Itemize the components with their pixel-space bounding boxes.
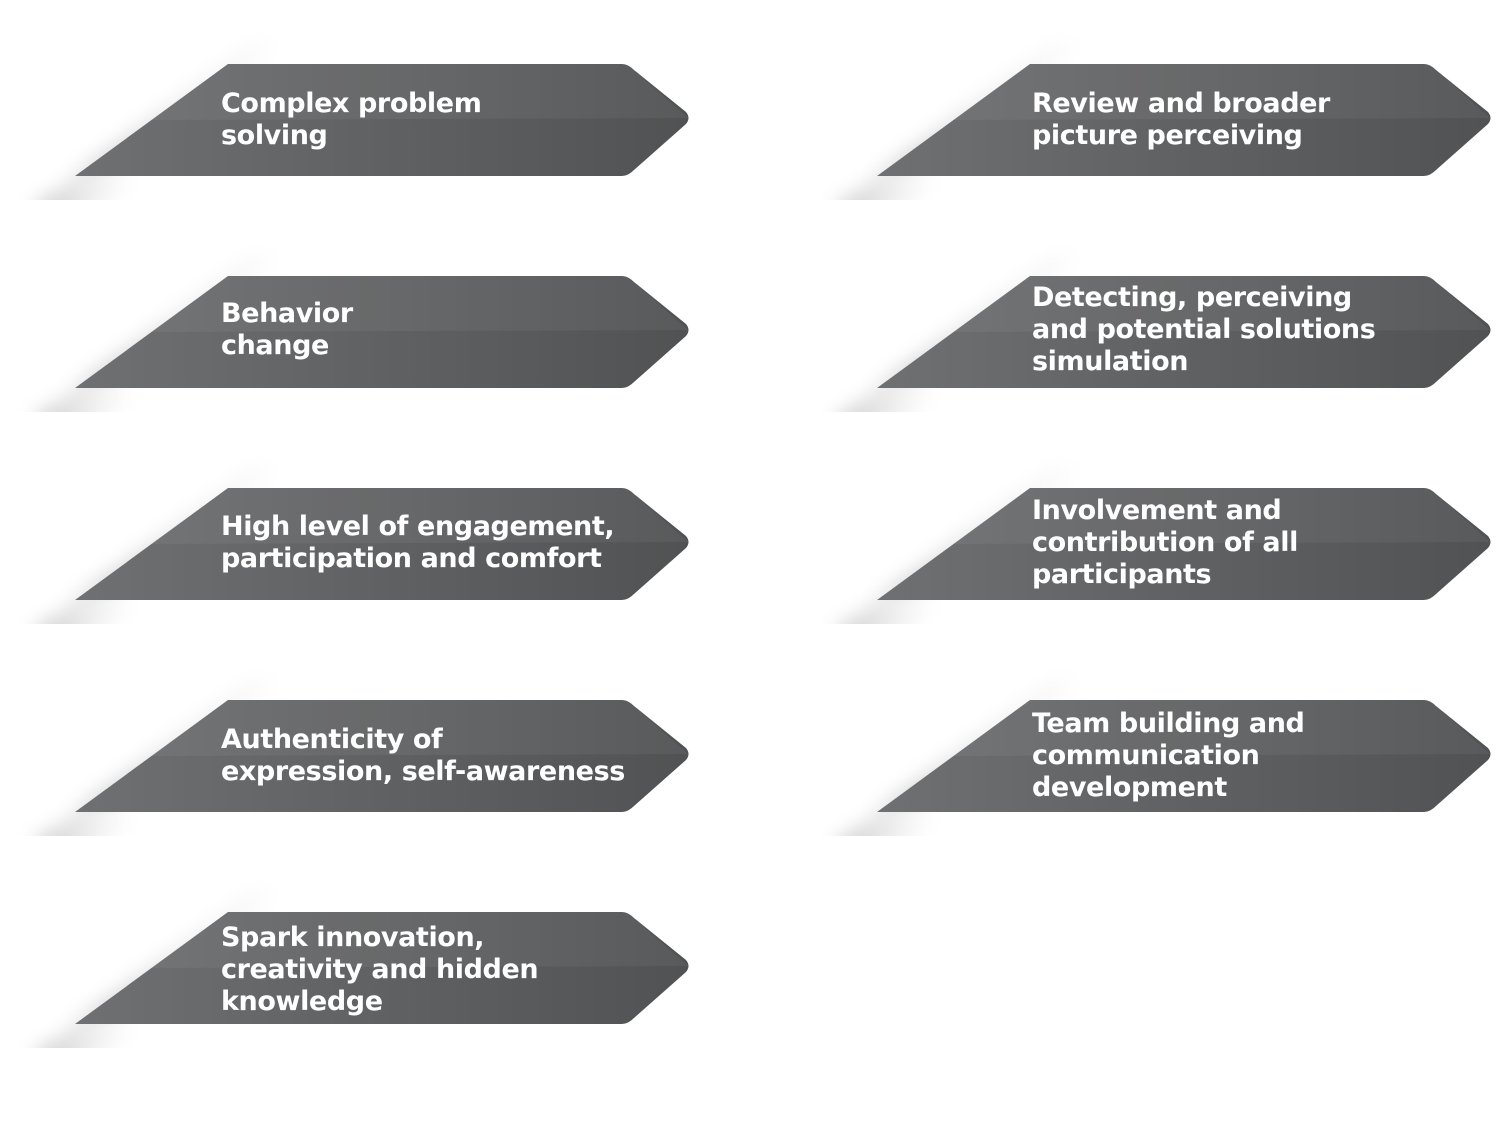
arrow-label: Review and broader picture perceiving: [1032, 88, 1330, 151]
arrow-shadow: [42, 814, 140, 836]
arrow-shadow: [42, 1026, 140, 1048]
arrow-sheen: [952, 276, 1490, 332]
arrow-shape: [42, 40, 689, 200]
arrow-label: Team building and communication developm…: [1032, 708, 1305, 803]
arrow-sheen: [150, 64, 688, 120]
arrow-label: Authenticity of expression, self-awarene…: [221, 724, 625, 787]
arrow-shadow: [844, 178, 942, 200]
arrow-shadow: [844, 602, 942, 624]
arrow-body: [877, 64, 1491, 176]
arrow-sheen: [150, 276, 688, 332]
arrow-shape: [42, 676, 689, 836]
arrow-body: [75, 488, 689, 600]
arrow-shape: [844, 40, 1491, 200]
arrow-body: [877, 488, 1491, 600]
arrow-sheen: [150, 912, 688, 968]
arrow-label: Spark innovation, creativity and hidden …: [221, 922, 539, 1017]
arrow-body: [75, 276, 689, 388]
arrow-label: Involvement and contribution of all part…: [1032, 495, 1298, 590]
arrow-label: Behavior change: [221, 298, 353, 361]
arrow-sheen: [150, 488, 688, 544]
arrow-sheen: [952, 700, 1490, 756]
arrow-shadow: [42, 178, 140, 200]
arrow-sheen: [150, 700, 688, 756]
arrow-body: [877, 276, 1491, 388]
arrow-body: [75, 912, 689, 1024]
arrow-shadow: [844, 390, 942, 412]
arrow-body: [75, 64, 689, 176]
arrow-shape: [42, 252, 689, 412]
arrow-shadow: [844, 814, 942, 836]
arrow-shadow: [42, 390, 140, 412]
arrow-sheen: [952, 488, 1490, 544]
arrow-shape: [844, 252, 1491, 412]
arrow-sheen: [952, 64, 1490, 120]
arrow-label: Detecting, perceiving and potential solu…: [1032, 282, 1376, 377]
arrow-shape: [844, 464, 1491, 624]
arrow-label: Complex problem solving: [221, 88, 482, 151]
arrow-label: High level of engagement, participation …: [221, 511, 615, 574]
arrow-shape: [42, 464, 689, 624]
arrow-shape: [42, 888, 689, 1048]
arrow-shadow: [42, 602, 140, 624]
arrow-shape: [844, 676, 1491, 836]
arrow-body: [877, 700, 1491, 812]
arrow-body: [75, 700, 689, 812]
